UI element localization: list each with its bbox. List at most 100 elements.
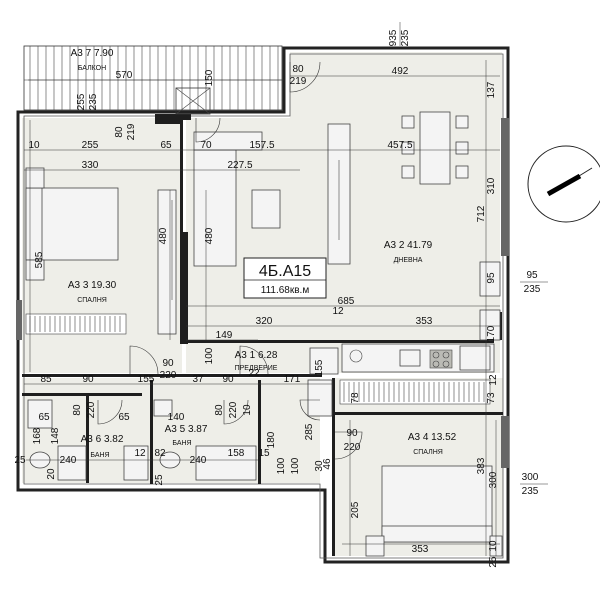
- dim-220c: 220: [228, 401, 239, 418]
- dim-330: 330: [82, 160, 99, 171]
- room-area-living: А3 2 41.79: [384, 240, 433, 251]
- dim-219b: 219: [126, 123, 137, 140]
- balcony: [23, 45, 283, 111]
- dim-712: 712: [476, 205, 487, 222]
- dim-10b: 10: [242, 404, 253, 416]
- unit-area: 111.68кв.м: [261, 285, 310, 296]
- unit-tag: 4Б.А15 111.68кв.м: [243, 257, 327, 299]
- dim-80a: 80: [292, 64, 304, 75]
- dim-155: 155: [138, 374, 155, 385]
- dim-100b: 100: [276, 457, 287, 474]
- dim-148: 148: [50, 427, 61, 444]
- dim-22: 22: [248, 368, 260, 379]
- dimension-labels: 570 80 219 492 10 255 65 70 157.5 457.5 …: [14, 64, 540, 555]
- room-area-hall: А3 1 6.28: [235, 350, 278, 361]
- exterior-walls: [16, 46, 510, 564]
- dim-235c: 235: [524, 284, 541, 295]
- dim-140: 140: [168, 412, 185, 423]
- dim-12c: 12: [134, 448, 146, 459]
- dim-30: 30: [314, 460, 325, 472]
- dim-37: 37: [192, 374, 204, 385]
- dim-353b: 353: [412, 544, 429, 555]
- dim-25c: 25: [488, 556, 499, 568]
- dim-80c: 80: [72, 404, 83, 416]
- dim-235b: 235: [88, 93, 99, 110]
- room-area-bedroom1: А3 3 19.30: [68, 280, 117, 291]
- windows: [16, 87, 509, 468]
- dim-240a: 240: [60, 455, 77, 466]
- room-name-bath2: БАНЯ: [172, 440, 191, 447]
- dim-78: 78: [350, 392, 361, 404]
- dim-90b: 90: [82, 374, 94, 385]
- room-area-bath1: А3 6 3.82: [81, 434, 124, 445]
- room-area-balcony: А3 7 7.90: [71, 48, 114, 59]
- dim-82: 82: [154, 448, 166, 459]
- dim-155v: 155: [314, 359, 325, 376]
- dim-80d: 80: [214, 404, 225, 416]
- dim-300b: 300: [522, 472, 539, 483]
- dim-12b: 12: [488, 374, 499, 386]
- room-name-bath1: БАНЯ: [90, 452, 109, 459]
- dim-383: 383: [476, 457, 487, 474]
- room-name-bedroom2: СПАЛНЯ: [413, 449, 443, 456]
- interior-walls: [22, 114, 503, 556]
- dim-95b: 95: [526, 270, 538, 281]
- dim-220d: 220: [344, 442, 361, 453]
- dim-46: 46: [322, 458, 333, 470]
- dim-585: 585: [34, 251, 45, 268]
- room-name-balcony: БАЛКОН: [78, 65, 106, 72]
- dim-25a: 25: [14, 455, 26, 466]
- dim-220a: 220: [160, 370, 177, 381]
- dim-65b: 65: [38, 412, 50, 423]
- dim-137: 137: [486, 81, 497, 98]
- doors: [97, 61, 363, 460]
- dim-180: 180: [266, 431, 277, 448]
- dim-65c: 65: [118, 412, 130, 423]
- dim-205: 205: [350, 501, 361, 518]
- dim-240b: 240: [190, 455, 207, 466]
- dim-168: 168: [32, 427, 43, 444]
- dim-10: 10: [28, 140, 40, 151]
- dim-235d: 235: [522, 486, 539, 497]
- room-name-hall: ПРЕДВЕРИЕ: [235, 365, 278, 372]
- dim-310: 310: [486, 177, 497, 194]
- unit-id: 4Б.А15: [259, 263, 311, 280]
- dim-90a: 90: [162, 358, 174, 369]
- room-area-bath2: А3 5 3.87: [165, 424, 208, 435]
- dim-685: 685: [338, 296, 355, 307]
- dim-1575: 157.5: [249, 140, 274, 151]
- room-name-living: ДНЕВНА: [394, 257, 423, 264]
- furniture: [25, 111, 503, 557]
- dim-15: 15: [258, 448, 270, 459]
- north-arrow-icon: [527, 145, 600, 223]
- dim-480b: 480: [204, 227, 215, 244]
- dim-255a: 255: [76, 93, 87, 110]
- dimension-labels-vertical: 935 235 150 137 255 235 80 219 310 480 4…: [32, 29, 499, 567]
- dim-219a: 219: [290, 76, 307, 87]
- dim-320: 320: [256, 316, 273, 327]
- dim-100c: 100: [290, 457, 301, 474]
- dim-25b: 25: [154, 474, 165, 486]
- dim-4575: 457.5: [387, 140, 412, 151]
- dim-935: 935: [388, 29, 399, 46]
- dimension-lines: [24, 22, 548, 556]
- dim-149: 149: [216, 330, 233, 341]
- dim-171: 171: [284, 374, 301, 385]
- dim-492: 492: [392, 66, 409, 77]
- dim-170: 170: [486, 325, 497, 342]
- dim-480a: 480: [158, 227, 169, 244]
- dim-2275: 227.5: [227, 160, 252, 171]
- dim-100a: 100: [204, 347, 215, 364]
- dim-80b: 80: [114, 126, 125, 138]
- dim-65a: 65: [160, 140, 172, 151]
- dim-70: 70: [200, 140, 212, 151]
- dim-20: 20: [46, 468, 57, 480]
- room-labels: А3 7 7.90 БАЛКОН А3 2 41.79 ДНЕВНА А3 3 …: [68, 48, 457, 459]
- dim-10c: 10: [488, 540, 499, 552]
- dim-85: 85: [40, 374, 52, 385]
- dim-570: 570: [116, 70, 133, 81]
- room-area-bedroom2: А3 4 13.52: [408, 432, 457, 443]
- dim-90c: 90: [222, 374, 234, 385]
- dim-235a: 235: [400, 29, 411, 46]
